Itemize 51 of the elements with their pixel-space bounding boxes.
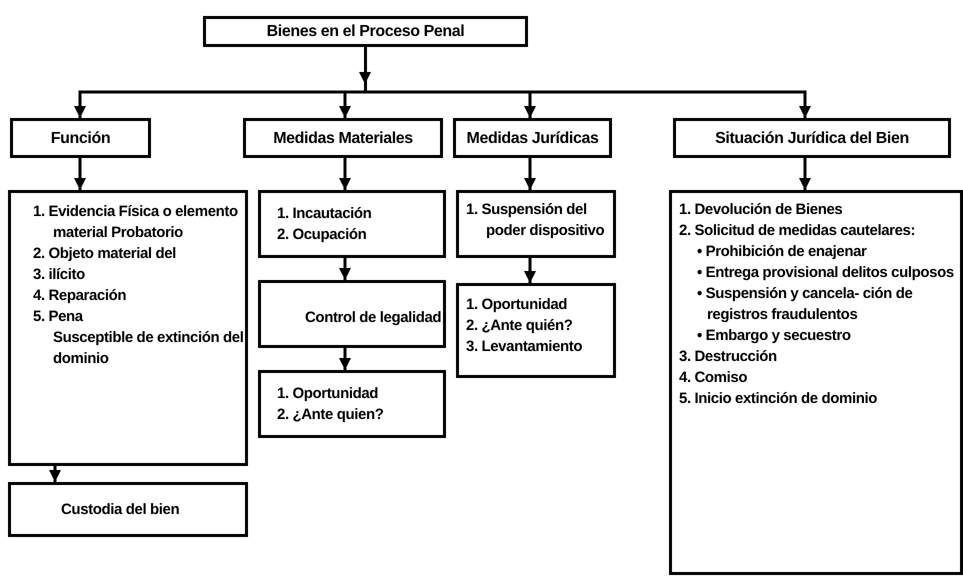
heading-text: Medidas Materiales: [273, 128, 413, 148]
list-item: 2. ¿Ante quién?: [466, 316, 574, 336]
arrow: [799, 158, 811, 190]
list-item: 2. Solicitud de medidas cautelares:: [679, 221, 916, 241]
list-item: Control de legalidad: [305, 308, 442, 328]
list-item: 4. Reparación: [33, 286, 128, 306]
list-box: [8, 190, 248, 466]
list-item: • Embargo y secuestro: [696, 326, 852, 346]
arrow: [339, 258, 351, 280]
arrow: [524, 258, 536, 283]
heading-text: Medidas Jurídicas: [466, 128, 598, 148]
list-item: 1. Devolución de Bienes: [679, 200, 844, 220]
arrow: [49, 466, 61, 482]
list-box: [258, 280, 446, 348]
list-item: Custodia del bien: [61, 500, 180, 520]
arrow: [74, 158, 86, 190]
heading-box: [243, 118, 443, 158]
list-box: [8, 482, 248, 537]
list-item: 2. Objeto material del: [33, 244, 177, 264]
list-item: 1. Oportunidad: [466, 295, 568, 315]
heading-box: [203, 16, 528, 47]
list-box: [669, 190, 963, 575]
list-item: • Entrega provisional delitos culposos: [696, 263, 955, 283]
list-item: 5. Inicio extinción de dominio: [679, 389, 878, 409]
list-item: 2. ¿Ante quien?: [277, 405, 385, 425]
list-item: 1. Incautación: [277, 204, 372, 224]
list-item: 1. Suspensión del poder dispositivo: [466, 200, 606, 241]
arrow: [339, 348, 351, 370]
list-item: • Suspensión y cancela- ción de registros fraudulentos: [696, 284, 914, 325]
list-item: 3. Levantamiento: [466, 337, 584, 357]
heading-box: [10, 118, 151, 158]
heading-box: [673, 118, 951, 158]
list-item: 5. Pena: [33, 307, 84, 327]
list-item: 1. Oportunidad: [277, 384, 380, 404]
list-item: 3. Destrucción: [679, 347, 778, 367]
arrow: [524, 158, 536, 190]
heading-text: Función: [50, 128, 110, 148]
list-item: 2. Ocupación: [277, 225, 368, 245]
heading-box: [453, 118, 612, 158]
list-item: • Prohibición de enajenar: [696, 242, 868, 262]
arrow: [339, 158, 351, 190]
heading-text: Situación Jurídica del Bien: [715, 128, 909, 148]
list-item: 1. Evidencia Física o elemento material Probatorio: [33, 202, 239, 243]
list-box: [456, 283, 616, 378]
list-box: [258, 190, 446, 258]
list-box: [456, 190, 616, 258]
list-item: 3. ilícito: [33, 265, 86, 285]
list-box: [258, 370, 446, 438]
heading-text: Bienes en el Proceso Penal: [266, 22, 464, 42]
list-item: 4. Comiso: [679, 368, 748, 388]
list-item: Susceptible de extinción del dominio: [52, 328, 245, 369]
